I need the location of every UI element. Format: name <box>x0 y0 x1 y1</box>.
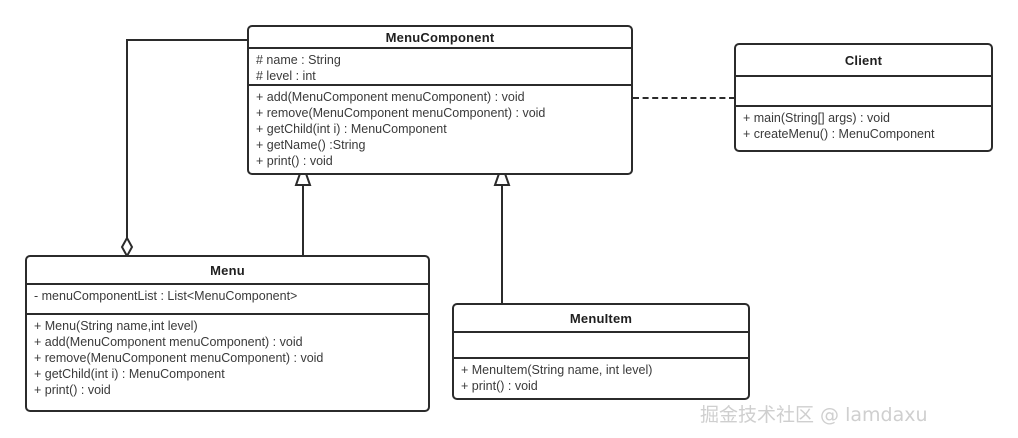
class-attributes-menucomponent: # name : String # level : int <box>249 49 631 86</box>
class-operations-menu: + Menu(String name,int level) + add(Menu… <box>27 315 428 410</box>
class-box-menucomponent[interactable]: MenuComponent # name : String # level : … <box>247 25 633 175</box>
class-title-menucomponent: MenuComponent <box>249 27 631 49</box>
class-attributes-menuitem <box>454 333 748 359</box>
operation-line: + print() : void <box>34 383 111 397</box>
operation-line: + add(MenuComponent menuComponent) : voi… <box>34 335 303 349</box>
operation-line: + createMenu() : MenuComponent <box>743 127 935 141</box>
aggregation-hollow-diamond-icon <box>119 237 135 257</box>
attribute-line: - menuComponentList : List<MenuComponent… <box>34 289 298 303</box>
operation-line: + remove(MenuComponent menuComponent) : … <box>34 351 324 365</box>
operation-line: + getChild(int i) : MenuComponent <box>34 367 225 381</box>
aggregation-edge-horizontal-segment <box>126 39 249 41</box>
operation-line: + getName() :String <box>256 138 366 152</box>
class-box-menu[interactable]: Menu - menuComponentList : List<MenuComp… <box>25 255 430 412</box>
operation-line: + getChild(int i) : MenuComponent <box>256 122 447 136</box>
class-operations-menuitem: + MenuItem(String name, int level) + pri… <box>454 359 748 398</box>
class-box-menuitem[interactable]: MenuItem + MenuItem(String name, int lev… <box>452 303 750 400</box>
class-title-menu: Menu <box>27 257 428 285</box>
operation-line: + add(MenuComponent menuComponent) : voi… <box>256 90 525 104</box>
class-operations-menucomponent: + add(MenuComponent menuComponent) : voi… <box>249 86 631 173</box>
operation-line: + remove(MenuComponent menuComponent) : … <box>256 106 546 120</box>
operation-line: + main(String[] args) : void <box>743 111 890 125</box>
operation-line: + print() : void <box>461 379 538 393</box>
attribute-line: # name : String <box>256 53 341 67</box>
class-attributes-client <box>736 77 991 107</box>
attribute-line: # level : int <box>256 69 316 83</box>
class-attributes-menu: - menuComponentList : List<MenuComponent… <box>27 285 428 315</box>
aggregation-edge-vertical-segment <box>126 39 128 246</box>
generalization-menu-edge-vertical-segment <box>302 186 304 256</box>
operation-line: + Menu(String name,int level) <box>34 319 198 333</box>
generalization-menuitem-edge-vertical-segment <box>501 186 503 304</box>
class-title-client: Client <box>736 45 991 77</box>
operation-line: + print() : void <box>256 154 333 168</box>
class-operations-client: + main(String[] args) : void + createMen… <box>736 107 991 150</box>
dependency-edge-dashed-segment <box>633 97 735 99</box>
operation-line: + MenuItem(String name, int level) <box>461 363 653 377</box>
watermark-text: 掘金技术社区 @ lamdaxu <box>700 404 928 426</box>
class-box-client[interactable]: Client + main(String[] args) : void + cr… <box>734 43 993 152</box>
class-title-menuitem: MenuItem <box>454 305 748 334</box>
